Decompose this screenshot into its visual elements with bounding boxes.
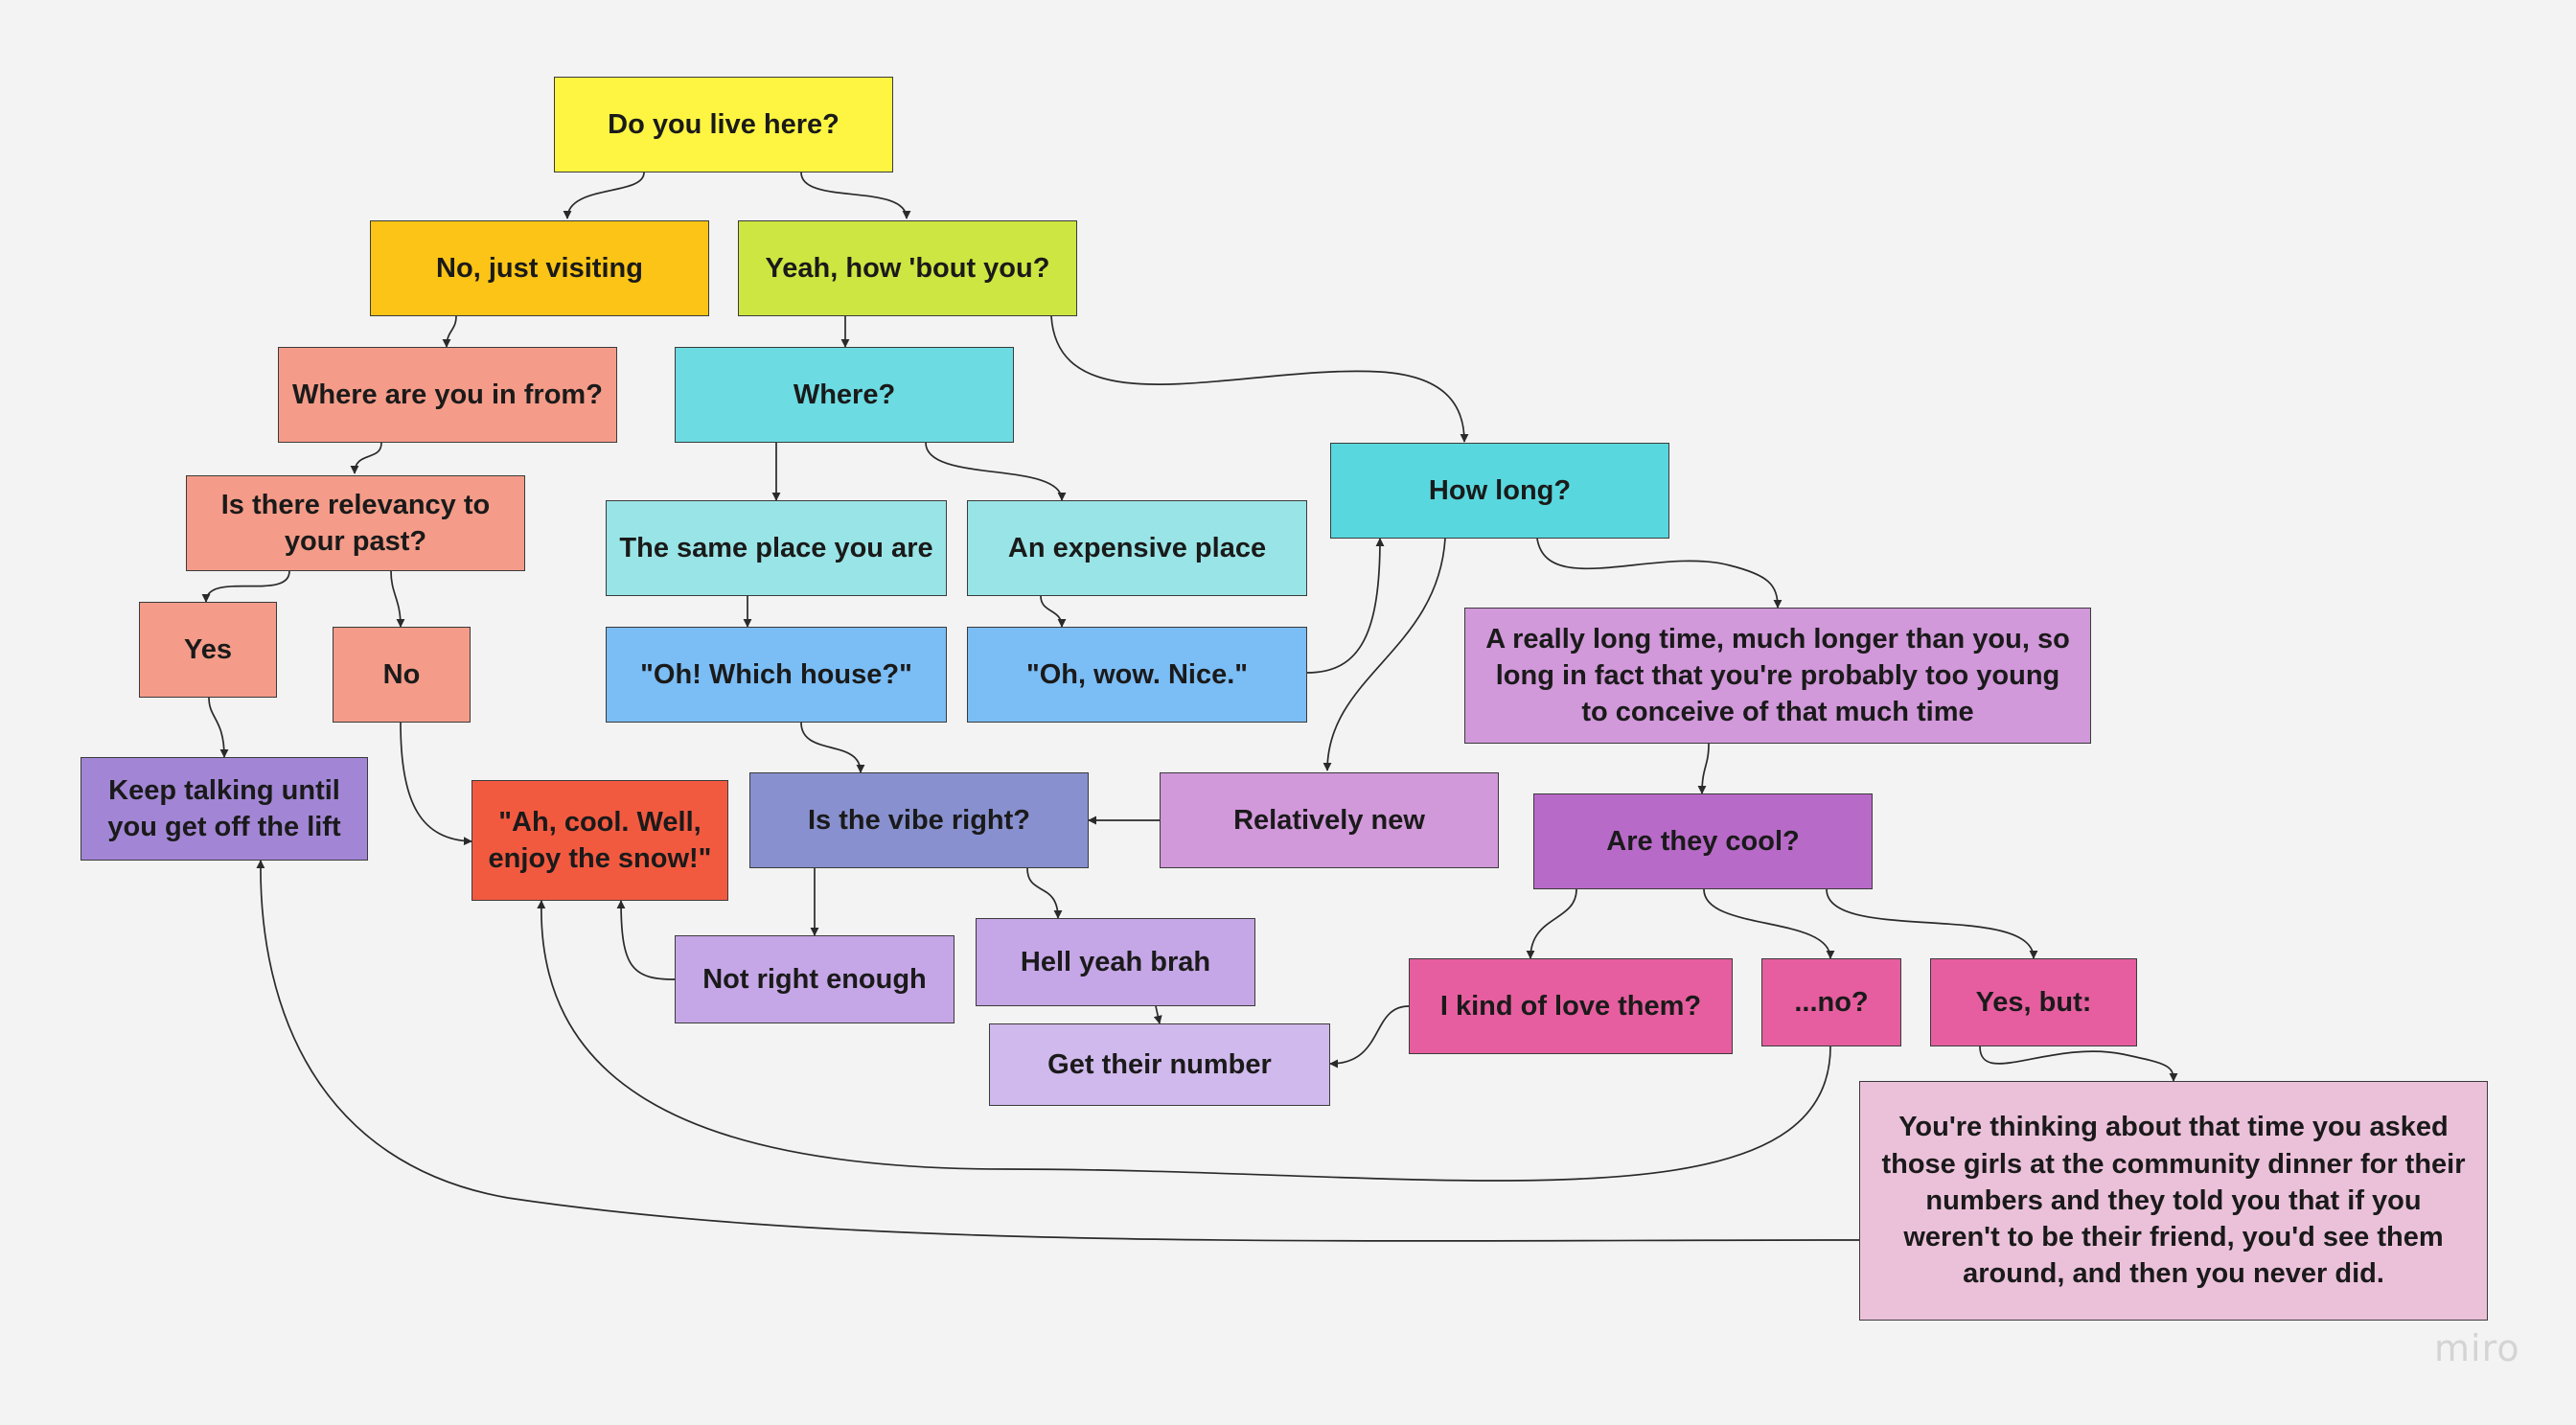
node-relatively-new[interactable]: Relatively new bbox=[1160, 772, 1499, 868]
node-hell-yeah-brah[interactable]: Hell yeah brah bbox=[976, 918, 1255, 1006]
connector-yeah-to-howlong bbox=[1050, 315, 1469, 443]
connector-hellyeah-to-getnumber bbox=[1153, 1005, 1162, 1024]
node-label: Hell yeah brah bbox=[1020, 946, 1211, 977]
connector-love-to-getnumber bbox=[1329, 1005, 1410, 1069]
node-yeah-how-bout-you[interactable]: Yeah, how 'bout you? bbox=[738, 220, 1077, 316]
node-no-question[interactable]: ...no? bbox=[1761, 958, 1901, 1046]
node-label: Get their number bbox=[1047, 1048, 1272, 1080]
node-label: ...no? bbox=[1794, 986, 1869, 1018]
node-label: A really long time, much longer than you… bbox=[1485, 623, 2070, 728]
connector-cool-to-love bbox=[1526, 888, 1577, 959]
connector-wherefrom-to-relevancy bbox=[350, 442, 382, 474]
node-label: The same place you are bbox=[619, 532, 933, 563]
node-label: Are they cool? bbox=[1606, 825, 1800, 857]
node-yes-but[interactable]: Yes, but: bbox=[1930, 958, 2137, 1046]
node-where[interactable]: Where? bbox=[675, 347, 1014, 443]
node-label: You're thinking about that time you aske… bbox=[1881, 1112, 2466, 1290]
node-label: Yes, but: bbox=[1975, 986, 2092, 1018]
node-ah-cool[interactable]: "Ah, cool. Well, enjoy the snow!" bbox=[472, 780, 728, 901]
connector-where-to-expensive bbox=[925, 442, 1067, 501]
node-same-place[interactable]: The same place you are bbox=[606, 500, 947, 596]
node-love-them[interactable]: I kind of love them? bbox=[1409, 958, 1733, 1054]
connector-cool-to-no bbox=[1703, 888, 1835, 959]
miro-logo: miro bbox=[2434, 1327, 2520, 1369]
connector-vibe-to-hellyeah bbox=[1026, 867, 1063, 919]
node-label: Keep talking until you get off the lift bbox=[107, 774, 341, 842]
node-do-you-live-here[interactable]: Do you live here? bbox=[554, 77, 893, 172]
node-get-their-number[interactable]: Get their number bbox=[989, 1023, 1330, 1106]
node-label: I kind of love them? bbox=[1439, 990, 1702, 1022]
node-not-right-enough[interactable]: Not right enough bbox=[675, 935, 954, 1023]
node-label: Not right enough bbox=[702, 963, 927, 995]
connector-yesbut-to-thinking bbox=[1979, 1046, 2178, 1082]
connector-visiting-to-wherefrom bbox=[442, 315, 457, 348]
connector-live-to-visiting bbox=[563, 172, 645, 219]
node-where-are-you-from[interactable]: Where are you in from? bbox=[278, 347, 617, 443]
node-label: No bbox=[382, 658, 421, 690]
connector-yes-to-keeptalking bbox=[208, 697, 229, 758]
node-oh-wow-nice[interactable]: "Oh, wow. Nice." bbox=[967, 627, 1307, 723]
node-are-they-cool[interactable]: Are they cool? bbox=[1533, 793, 1873, 889]
connector-no-to-ahcool bbox=[400, 722, 472, 846]
connector-howlong-to-reallylong bbox=[1536, 538, 1782, 609]
connector-cool-to-yesbut bbox=[1826, 888, 2038, 959]
connector-whichhouse-to-vibe bbox=[800, 722, 865, 773]
node-is-there-relevancy[interactable]: Is there relevancy to your past? bbox=[186, 475, 525, 571]
node-label: Is there relevancy to your past? bbox=[220, 489, 491, 557]
node-label: Yes bbox=[184, 633, 232, 665]
node-really-long-time[interactable]: A really long time, much longer than you… bbox=[1464, 608, 2091, 744]
node-label: "Ah, cool. Well, enjoy the snow!" bbox=[488, 806, 712, 874]
node-label: "Oh! Which house?" bbox=[640, 658, 912, 690]
node-label: Is the vibe right? bbox=[807, 804, 1031, 836]
node-label: Yeah, how 'bout you? bbox=[765, 252, 1050, 284]
node-keep-talking[interactable]: Keep talking until you get off the lift bbox=[80, 757, 368, 861]
node-label: Do you live here? bbox=[608, 108, 840, 140]
node-thinking-about[interactable]: You're thinking about that time you aske… bbox=[1859, 1081, 2488, 1321]
connector-notright-to-ahcool bbox=[616, 900, 676, 980]
node-expensive-place[interactable]: An expensive place bbox=[967, 500, 1307, 596]
node-label: "Oh, wow. Nice." bbox=[1025, 658, 1249, 690]
node-which-house[interactable]: "Oh! Which house?" bbox=[606, 627, 947, 723]
node-label: Where are you in from? bbox=[292, 379, 603, 410]
connector-reallylong-to-cool bbox=[1697, 743, 1710, 794]
node-no[interactable]: No bbox=[333, 627, 471, 723]
node-vibe-right[interactable]: Is the vibe right? bbox=[749, 772, 1089, 868]
node-no-just-visiting[interactable]: No, just visiting bbox=[370, 220, 709, 316]
connector-relevancy-to-no bbox=[390, 570, 405, 628]
connector-live-to-yeah bbox=[800, 172, 911, 219]
node-label: Where? bbox=[793, 379, 896, 410]
node-yes[interactable]: Yes bbox=[139, 602, 277, 698]
node-label: An expensive place bbox=[1007, 532, 1267, 563]
node-label: How long? bbox=[1428, 474, 1572, 506]
node-label: Relatively new bbox=[1233, 804, 1425, 836]
connector-expensive-to-wownice bbox=[1040, 595, 1067, 628]
node-label: No, just visiting bbox=[436, 252, 643, 284]
connector-howlong-to-relativelynew bbox=[1322, 538, 1446, 771]
connector-relevancy-to-yes bbox=[201, 570, 290, 603]
node-how-long[interactable]: How long? bbox=[1330, 443, 1669, 539]
connector-wownice-to-howlong bbox=[1306, 538, 1385, 674]
